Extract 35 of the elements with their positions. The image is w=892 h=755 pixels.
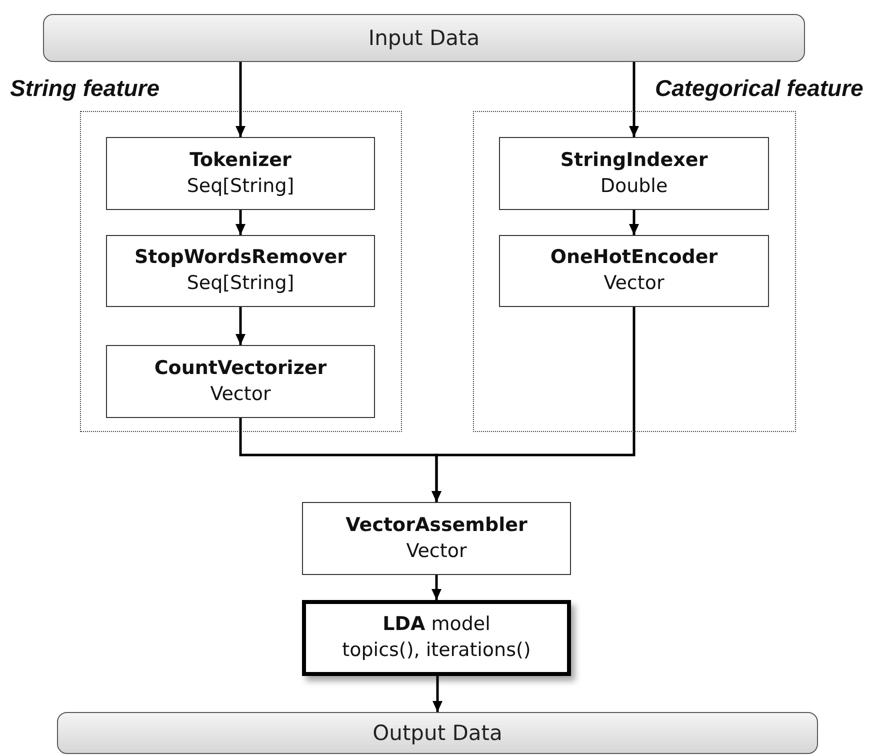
stage-output: Seq[String] (186, 174, 294, 198)
stage-name: VectorAssembler (346, 512, 528, 538)
group-heading: String feature (10, 75, 160, 102)
arrow (432, 676, 442, 712)
stage-output: Double (600, 174, 668, 198)
stage-name: CountVectorizer (154, 356, 327, 381)
arrow (236, 210, 246, 235)
process-box (106, 345, 375, 418)
band-label: Input Data (368, 26, 480, 50)
data-band (57, 712, 818, 754)
stage-name: StopWordsRemover (134, 245, 347, 270)
process-box (499, 235, 769, 307)
stage-output: Vector (210, 382, 271, 406)
stage-name: StringIndexer (560, 148, 708, 173)
arrow (432, 307, 636, 502)
process-box (106, 137, 375, 210)
stage-output: Vector (604, 271, 664, 296)
model-box (302, 600, 571, 676)
arrow (236, 62, 246, 137)
arrow (432, 575, 442, 600)
stage-output: Seq[String] (186, 271, 294, 296)
process-box (106, 235, 375, 307)
process-box (302, 502, 571, 575)
process-box (499, 137, 769, 210)
arrow (236, 307, 246, 345)
stage-name: Tokenizer (190, 148, 292, 173)
stage-name: OneHotEncoder (550, 245, 718, 270)
arrow (629, 210, 639, 235)
group-heading: Categorical feature (655, 75, 864, 102)
data-band (43, 14, 805, 62)
arrow (629, 62, 639, 137)
stage-output: Vector (406, 538, 467, 564)
band-label: Output Data (372, 721, 502, 745)
stage-name: LDA model (382, 612, 490, 638)
stage-output: topics(), iterations() (342, 638, 531, 663)
